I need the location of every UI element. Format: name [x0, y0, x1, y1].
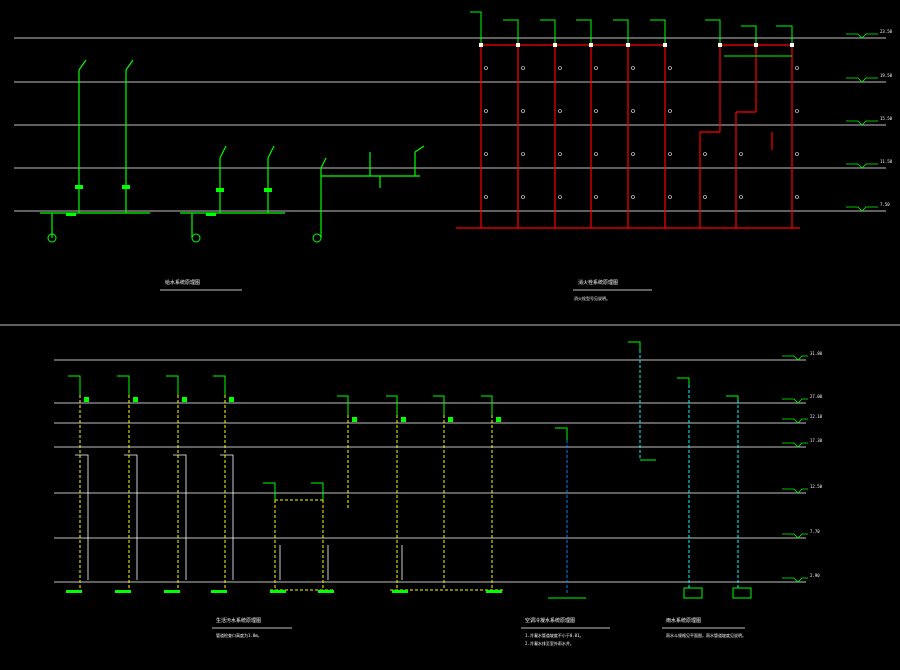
bottom-level-label-2: 27.00 — [810, 394, 823, 399]
fire-hydrant-markers — [484, 66, 799, 199]
rain-diagram-note: 雨水斗规格见平面图，雨水管道坡度见说明。 — [666, 632, 746, 638]
top-level-markers — [846, 33, 878, 212]
fire-diagram-title: 消火栓系统原理图 — [578, 279, 618, 286]
supply-system-diagram — [40, 59, 425, 238]
top-level-label-2: 19.50 — [880, 73, 893, 78]
fire-risers-top-green — [470, 11, 793, 57]
top-level-label-1: 23.50 — [880, 29, 893, 34]
drainage-tops-green — [68, 375, 493, 500]
top-level-label-4: 11.50 — [880, 159, 893, 164]
bottom-floor-lines — [54, 359, 806, 583]
bottom-level-label-6: 7.70 — [810, 529, 820, 534]
bottom-level-label-4: 17.30 — [810, 438, 823, 443]
drainage-fittings — [66, 397, 502, 593]
top-floor-lines — [14, 37, 886, 212]
fire-hydrant-diagram — [456, 44, 800, 229]
bottom-level-label-5: 12.50 — [810, 484, 823, 489]
drainage-diagram — [79, 395, 505, 591]
supply-valves — [66, 185, 272, 216]
top-level-label-3: 15.50 — [880, 116, 893, 121]
bottom-level-label-3: 22.10 — [810, 414, 823, 419]
top-level-label-5: 7.50 — [880, 202, 890, 207]
ac-condensate-top — [548, 427, 586, 599]
rain-diagram-title: 雨水系统原理图 — [666, 617, 701, 624]
drainage-vent-stacks — [75, 454, 403, 580]
drain-diagram-title: 生活污水系统原理图 — [216, 617, 261, 624]
ac-diagram-note-2: 2.冷凝水排至室外雨水井。 — [525, 640, 574, 646]
fire-diagram-note: 消火栓型号见说明。 — [574, 295, 610, 301]
bottom-level-labels: 31.80 27.00 22.10 17.30 12.50 7.70 2.90 — [810, 351, 823, 578]
top-level-labels: 23.50 19.50 15.50 11.50 7.50 — [880, 29, 893, 207]
rain-tops — [628, 341, 752, 599]
ac-diagram-note-1: 1.冷凝水管道坡度不小于0.01。 — [525, 632, 583, 638]
ac-diagram-title: 空调冷凝水系统原理图 — [525, 617, 575, 624]
bottom-level-markers — [782, 355, 808, 583]
drain-diagram-note: 管道检查口高度为1.0m。 — [216, 632, 262, 638]
rain-diagram — [639, 350, 739, 590]
supply-meters — [47, 233, 322, 243]
bottom-level-label-1: 31.80 — [810, 351, 823, 356]
fire-valves — [479, 43, 794, 47]
supply-diagram-title: 给水系统原理图 — [165, 279, 200, 286]
bottom-level-label-7: 2.90 — [810, 573, 820, 578]
